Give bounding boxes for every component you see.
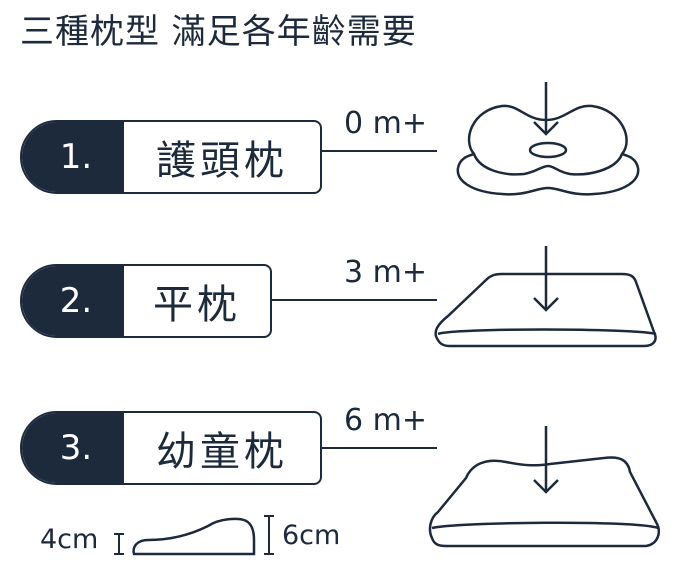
down-arrow-icon xyxy=(533,246,559,312)
pillow-age-2: 3 m+ xyxy=(344,255,427,290)
flat-pillow-icon xyxy=(434,246,657,348)
pillow-label-2: 2. 平枕 xyxy=(20,264,272,338)
pillow-number-3: 3. xyxy=(22,413,124,483)
connector-line-3 xyxy=(322,447,437,449)
pillow-age-1: 0 m+ xyxy=(344,106,427,141)
connector-line-1 xyxy=(322,150,437,152)
down-arrow-icon xyxy=(533,82,559,136)
pillow-label-3: 3. 幼童枕 xyxy=(20,411,322,485)
pillow-row-1: 1. 護頭枕 xyxy=(20,120,700,194)
dimension-low-marker xyxy=(114,533,124,555)
pillow-row-2: 2. 平枕 xyxy=(20,264,700,338)
dimension-low: 4cm xyxy=(40,524,99,555)
pillow-number-2: 2. xyxy=(22,266,124,336)
pillow-label-1: 1. 護頭枕 xyxy=(20,120,322,194)
dimension-high-marker xyxy=(264,515,274,555)
dimension-high: 6cm xyxy=(282,520,341,551)
head-pillow-icon xyxy=(456,82,640,196)
contour-pillow-icon xyxy=(428,426,660,548)
pillow-name-2: 平枕 xyxy=(153,282,241,328)
pillow-name-1: 護頭枕 xyxy=(156,138,288,184)
down-arrow-icon xyxy=(533,426,559,494)
page-title: 三種枕型 滿足各年齡需要 xyxy=(20,12,417,52)
pillow-number-1: 1. xyxy=(22,122,124,192)
pillow-row-3: 3. 幼童枕 xyxy=(20,411,700,485)
connector-line-2 xyxy=(272,299,437,301)
pillow-age-3: 6 m+ xyxy=(344,403,427,438)
pillow-profile-icon xyxy=(114,515,274,556)
pillow-name-3: 幼童枕 xyxy=(156,429,288,475)
